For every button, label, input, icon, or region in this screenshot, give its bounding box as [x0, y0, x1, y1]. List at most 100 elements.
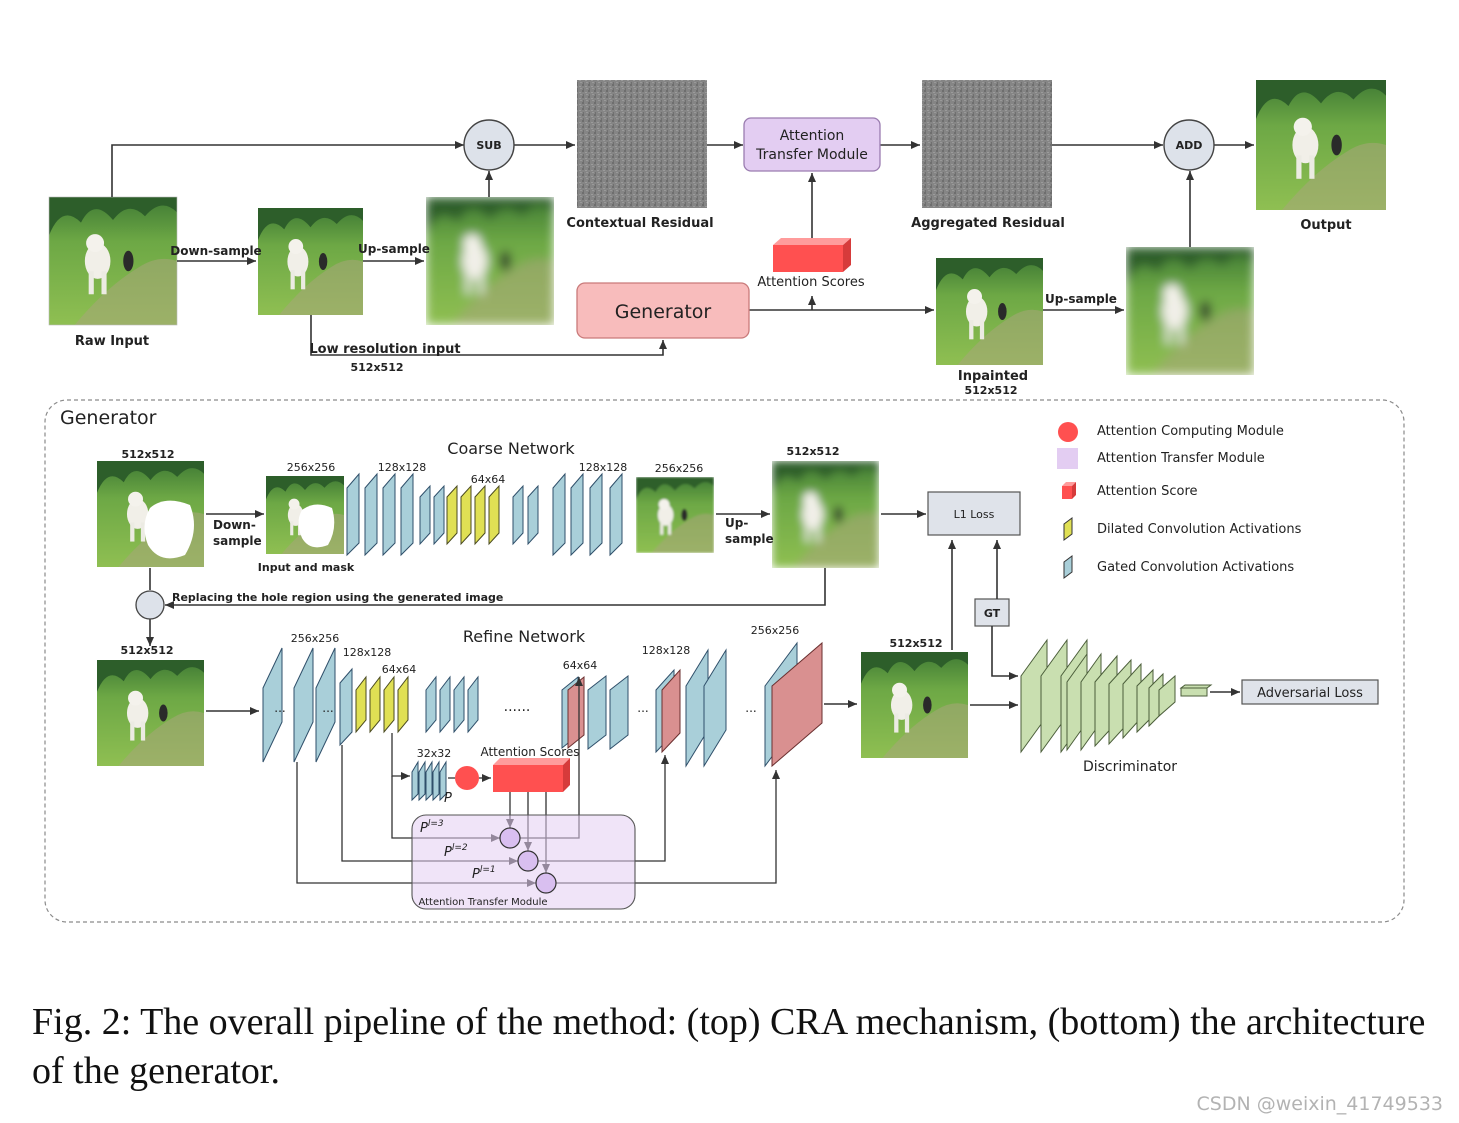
refine-network-title: Refine Network	[463, 627, 586, 646]
attention-scores-block	[493, 758, 570, 792]
coarse-conv-stack	[346, 472, 623, 557]
attention-scores-label-bottom: Attention Scores	[480, 745, 579, 759]
refine-input-image	[97, 660, 204, 766]
gt-box: GT	[974, 598, 1010, 627]
lavender-square-icon	[1057, 448, 1078, 469]
inpainted-size-label: 512x512	[964, 384, 1017, 397]
discriminator-stack	[1020, 638, 1213, 754]
red-cube-icon	[1062, 482, 1076, 499]
refine-ellipsis-d: ...	[745, 701, 756, 715]
refine-ellipsis-b: ...	[322, 701, 333, 715]
gt-label: GT	[984, 607, 1001, 620]
size-256-d: 256x256	[751, 624, 800, 637]
size-128-d: 128x128	[642, 644, 691, 657]
legend-label-4: Gated Convolution Activations	[1097, 560, 1294, 575]
red-circle-icon	[1058, 422, 1078, 442]
p-l1-label: Pl=1	[472, 865, 496, 882]
pipeline-diagram: SUB ADD Attention Transfer Module Genera…	[44, 80, 1405, 923]
generator-panel: Generator Coarse Network	[44, 399, 1405, 923]
size-128-c: 128x128	[343, 646, 392, 659]
low-res-input-label: Low resolution input	[309, 342, 460, 357]
upsample-label-1: Up-sample	[358, 242, 430, 256]
coarse-256-output-image	[636, 477, 714, 553]
sub-label: SUB	[476, 139, 501, 152]
up-label-line2: sample	[725, 532, 774, 546]
inpainted-label: Inpainted	[958, 369, 1028, 384]
attention-transfer-module-box: Attention Transfer Module	[743, 117, 881, 172]
generator-label: Generator	[615, 301, 712, 323]
size-512-d: 512x512	[889, 637, 942, 650]
size-64-a: 64x64	[471, 473, 506, 486]
inpainted-image	[936, 258, 1043, 365]
attention-scores-label: Attention Scores	[757, 275, 865, 290]
size-64-d: 64x64	[563, 659, 598, 672]
refine-output-image	[861, 652, 968, 758]
attention-scores-cube	[773, 238, 851, 272]
top-pipeline: SUB ADD Attention Transfer Module Genera…	[48, 80, 1386, 397]
patch-p-stack	[411, 760, 447, 802]
refine-ellipsis-long: ......	[504, 699, 531, 715]
size-128-b: 128x128	[579, 461, 628, 474]
size-512-b: 512x512	[786, 445, 839, 458]
raw-input-image	[48, 196, 178, 326]
sub-node: SUB	[463, 119, 515, 171]
input-and-mask-label: Input and mask	[258, 561, 355, 574]
replacing-label: Replacing the hole region using the gene…	[172, 591, 503, 604]
contextual-residual-label: Contextual Residual	[566, 216, 713, 231]
p-l3-label: Pl=3	[420, 819, 444, 836]
downsampled-image	[258, 208, 363, 315]
down-label-line1: Down-	[213, 518, 256, 532]
down-label-line2: sample	[213, 534, 262, 548]
raw-input-label: Raw Input	[75, 334, 149, 349]
transfer-node-l1	[535, 872, 557, 894]
upsampled-blurry-image	[426, 197, 554, 325]
size-64-c: 64x64	[382, 663, 417, 676]
refine-encoder-stack: ... ... ......	[262, 647, 531, 763]
refine-ellipsis-c: ...	[637, 701, 648, 715]
size-32-label: 32x32	[417, 747, 452, 760]
blue-slab-icon	[1063, 555, 1073, 579]
legend-label-3: Dilated Convolution Activations	[1097, 522, 1302, 537]
p-l2-label: Pl=2	[444, 843, 468, 860]
size-256-a: 256x256	[287, 461, 336, 474]
l1-loss-box: L1 Loss	[927, 491, 1021, 536]
adversarial-loss-label: Adversarial Loss	[1257, 686, 1363, 701]
downsampled-masked-image	[266, 476, 344, 554]
legend-label-2: Attention Score	[1097, 484, 1198, 499]
refine-decoder-stack: ... ...	[561, 641, 823, 768]
inpainted-upsampled-image	[1126, 247, 1254, 375]
l1-loss-label: L1 Loss	[954, 508, 995, 521]
low-res-size-label: 512x512	[350, 361, 403, 374]
size-512-a: 512x512	[121, 448, 174, 461]
generator-panel-title: Generator	[60, 407, 157, 429]
refine-ellipsis-a: ...	[274, 701, 285, 715]
attention-computing-node	[455, 766, 479, 790]
legend: Attention Computing Module Attention Tra…	[1057, 422, 1302, 579]
size-128-a: 128x128	[378, 461, 427, 474]
add-label: ADD	[1176, 139, 1203, 152]
replace-node	[135, 590, 165, 620]
adversarial-loss-box: Adversarial Loss	[1241, 679, 1379, 705]
transfer-node-l2	[517, 850, 539, 872]
legend-label-0: Attention Computing Module	[1097, 424, 1284, 439]
transfer-node-l3	[499, 827, 521, 849]
watermark: CSDN @weixin_41749533	[1196, 1093, 1444, 1115]
aggregated-residual-image	[922, 80, 1052, 208]
downsample-label: Down-sample	[170, 244, 261, 258]
upsample-label-2: Up-sample	[1045, 292, 1117, 306]
attention-transfer-line1: Attention	[780, 128, 845, 144]
contextual-residual-image	[577, 80, 707, 208]
coarse-512-output-image	[772, 461, 879, 568]
attention-transfer-line2: Transfer Module	[755, 147, 868, 163]
output-label: Output	[1300, 218, 1351, 233]
p-label: P	[444, 791, 452, 806]
output-image	[1256, 80, 1386, 210]
up-label-line1: Up-	[725, 516, 748, 530]
aggregated-residual-label: Aggregated Residual	[911, 216, 1065, 231]
discriminator-label: Discriminator	[1083, 759, 1177, 775]
size-256-c: 256x256	[291, 632, 340, 645]
coarse-network-title: Coarse Network	[447, 439, 575, 458]
add-node: ADD	[1163, 119, 1215, 171]
legend-label-1: Attention Transfer Module	[1097, 451, 1265, 466]
size-256-b: 256x256	[655, 462, 704, 475]
